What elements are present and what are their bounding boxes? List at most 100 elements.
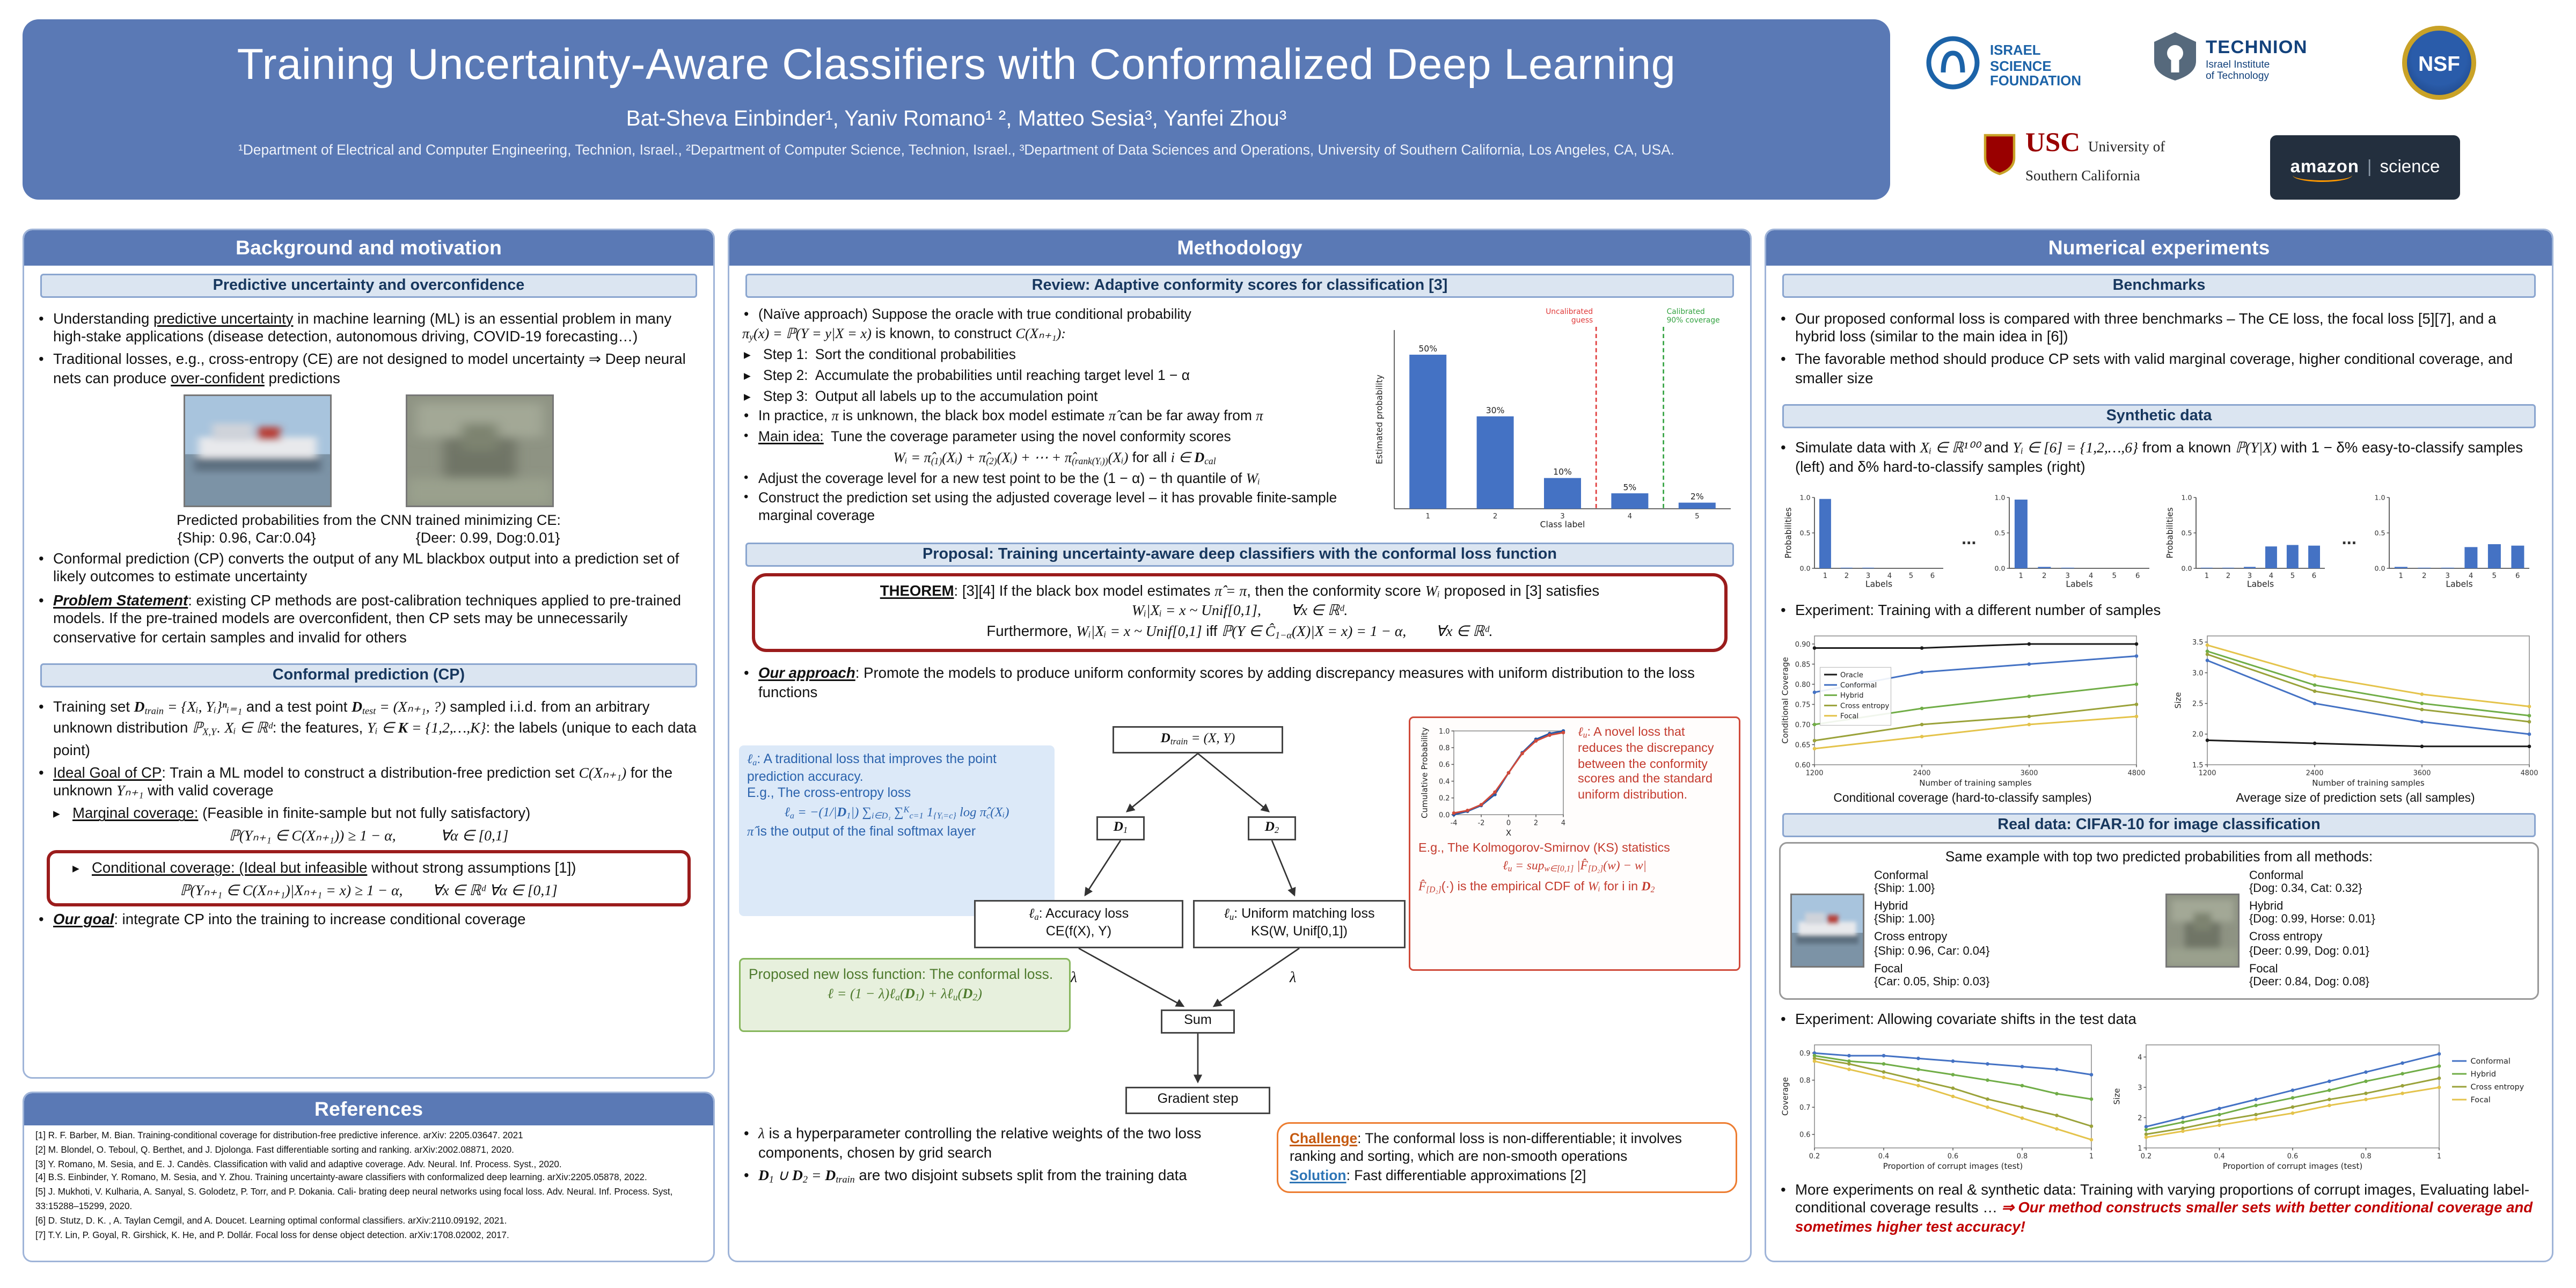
- svg-text:Number of training samples: Number of training samples: [1919, 778, 2032, 787]
- conformal-loss-formula: ℓ = (1 − λ)ℓa(D1) + λℓu(D2): [828, 986, 982, 1005]
- svg-text:2400: 2400: [2306, 769, 2324, 777]
- svg-text:Cumulative Probability: Cumulative Probability: [1420, 727, 1430, 818]
- reference-2: [2] M. Blondel, O. Teboul, Q. Berthet, a…: [35, 1146, 514, 1156]
- step-3: Step 3: Output all labels up to the accu…: [742, 387, 1367, 405]
- svg-text:3600: 3600: [2021, 769, 2038, 777]
- deer-prediction: Focal{Deer: 0.84, Dog: 0.08}: [2249, 960, 2369, 989]
- accuracy-loss-description: ℓa: A traditional loss that improves the…: [747, 751, 997, 784]
- svg-text:2: 2: [1493, 513, 1497, 521]
- subheader-real-data: Real data: CIFAR-10 for image classifica…: [1782, 812, 2536, 837]
- svg-text:0.6: 0.6: [1799, 1132, 1811, 1140]
- svg-text:0.0: 0.0: [2180, 565, 2191, 573]
- dtrain-box: Dtrain = (X, Y): [1113, 726, 1283, 753]
- svg-text:Estimated probability: Estimated probability: [1375, 375, 1385, 464]
- svg-text:0.85: 0.85: [1795, 660, 1811, 668]
- deer-probabilities: {Deer: 0.99, Dog:0.01}: [415, 530, 560, 547]
- svg-text:0.2: 0.2: [2141, 1153, 2152, 1161]
- svg-text:Class label: Class label: [1540, 520, 1585, 530]
- ship-probabilities: {Ship: 0.96, Car:0.04}: [177, 530, 316, 547]
- svg-text:1: 1: [2018, 572, 2022, 580]
- references-section-header: References: [24, 1093, 713, 1125]
- svg-text:3: 3: [2065, 572, 2069, 580]
- bullet-conformal-prediction: Conformal prediction (CP) converts the o…: [37, 551, 700, 588]
- bullet-marginal-coverage: Marginal coverage: (Feasible in finite-s…: [52, 806, 700, 824]
- subheader-conformal-prediction: Conformal prediction (CP): [40, 663, 697, 687]
- gradient-step-box: Gradient step: [1125, 1086, 1270, 1114]
- example-box-title: Same example with top two predicted prob…: [1945, 847, 2373, 864]
- conditional-coverage-box: Conditional coverage: (Ideal but infeasi…: [47, 851, 691, 907]
- technion-wordmark: TECHNION Israel Institute of Technology: [2206, 38, 2308, 83]
- empirical-cdf-note: F̂[D₂](·) is the empirical CDF of Wᵢ for…: [1418, 879, 1655, 895]
- deer-prediction: Cross entropy{Deer: 0.99, Dog: 0.01}: [2249, 929, 2369, 957]
- svg-text:0.8: 0.8: [1799, 1078, 1811, 1086]
- svg-text:2: 2: [2421, 572, 2426, 580]
- svg-text:3.5: 3.5: [2192, 638, 2204, 646]
- theorem-line-3: Furthermore, Wᵢ|Xᵢ = x ~ Unif[0,1] iff ℙ…: [986, 623, 1493, 641]
- svg-text:3: 3: [1867, 572, 1871, 580]
- methodology-panel: Methodology Review: Adaptive conformity …: [728, 229, 1752, 1262]
- theorem-line-2: Wᵢ|Xᵢ = x ~ Unif[0,1], ∀x ∈ ℝᵈ.: [1131, 603, 1348, 619]
- svg-text:1200: 1200: [1806, 769, 1824, 777]
- svg-text:4: 4: [1628, 513, 1632, 521]
- cifar-example-box: Same example with top two predicted prob…: [1779, 841, 2539, 1000]
- bullet-adjust-coverage: Adjust the coverage level for a new test…: [742, 470, 1367, 487]
- bullet-problem-statement: Problem Statement: existing CP methods a…: [37, 592, 700, 648]
- challenge-text: Challenge: The conformal loss is non-dif…: [1290, 1130, 1682, 1165]
- svg-text:1.0: 1.0: [2180, 494, 2191, 502]
- figure-probabilities: {Ship: 0.96, Car:0.04} {Deer: 0.99, Dog:…: [37, 530, 700, 546]
- ship-prediction: Cross entropy{Ship: 0.96, Car: 0.04}: [1874, 929, 1990, 957]
- bullet-traditional-losses: Traditional losses, e.g., cross-entropy …: [37, 352, 700, 389]
- size-chart-caption: Average size of prediction sets (all sam…: [2236, 789, 2475, 804]
- svg-text:2%: 2%: [1690, 492, 1704, 502]
- svg-text:1: 1: [1824, 572, 1828, 580]
- svg-text:Labels: Labels: [2445, 580, 2472, 589]
- svg-text:4800: 4800: [2521, 769, 2538, 777]
- svg-text:4: 4: [1561, 819, 1565, 827]
- ship-prediction: Focal{Car: 0.05, Ship: 0.03}: [1874, 960, 1990, 989]
- conditional-coverage-formula: ℙ(Yₙ₊₁ ∈ C(Xₙ₊₁)|Xₙ₊₁ = x) ≥ 1 − α, ∀x ∈…: [180, 882, 558, 899]
- cnn-examples-figure: [37, 395, 700, 508]
- challenge-box: Challenge: The conformal loss is non-dif…: [1277, 1122, 1737, 1193]
- theorem-box: THEOREM: [3][4] If the black box model e…: [752, 573, 1728, 652]
- ks-example: E.g., The Kolmogorov-Smirnov (KS) statis…: [1418, 840, 1670, 855]
- poster-header: Training Uncertainty-Aware Classifiers w…: [23, 19, 1890, 200]
- svg-text:Proportion of corrupt images (: Proportion of corrupt images (test): [2223, 1162, 2362, 1172]
- bullet-lambda-hyperparameter: λ is a hyperparameter controlling the re…: [742, 1126, 1261, 1163]
- svg-text:-4: -4: [1451, 819, 1458, 827]
- svg-text:1: 1: [2138, 1145, 2142, 1153]
- svg-text:30%: 30%: [1486, 406, 1505, 415]
- deer-prediction: Hybrid{Dog: 0.99, Horse: 0.01}: [2249, 898, 2375, 926]
- svg-text:1: 1: [2089, 1153, 2094, 1161]
- ship-prediction: Conformal{Ship: 1.00}: [1874, 867, 1935, 896]
- isf-icon: [1926, 35, 1980, 98]
- svg-text:0.8: 0.8: [1439, 744, 1450, 752]
- svg-text:Probabilities: Probabilities: [1784, 508, 1794, 559]
- svg-text:3600: 3600: [2413, 769, 2431, 777]
- svg-text:3: 3: [1560, 513, 1564, 521]
- svg-text:6: 6: [2311, 572, 2315, 580]
- lambda-label: λ: [1290, 970, 1297, 987]
- svg-text:0.5: 0.5: [2180, 529, 2191, 537]
- svg-text:6: 6: [2135, 572, 2139, 580]
- usc-crest-icon: [1984, 133, 2016, 183]
- bullet-main-idea: Main idea: Tune the coverage parameter u…: [742, 428, 1367, 446]
- oracle-probability-formula: πy(x) = ℙ(Y = y|X = x) is known, to cons…: [742, 325, 1066, 344]
- logo-technion: TECHNION Israel Institute of Technology: [2154, 32, 2308, 89]
- svg-text:-2: -2: [1478, 819, 1485, 827]
- svg-text:0.65: 0.65: [1795, 741, 1811, 749]
- svg-text:1: 1: [1426, 513, 1430, 521]
- svg-text:1: 1: [2204, 572, 2208, 580]
- svg-text:0.2: 0.2: [1439, 794, 1450, 802]
- sum-box: Sum: [1161, 1009, 1235, 1034]
- svg-text:Hybrid: Hybrid: [1840, 691, 1864, 699]
- svg-text:0.4: 0.4: [2214, 1153, 2225, 1161]
